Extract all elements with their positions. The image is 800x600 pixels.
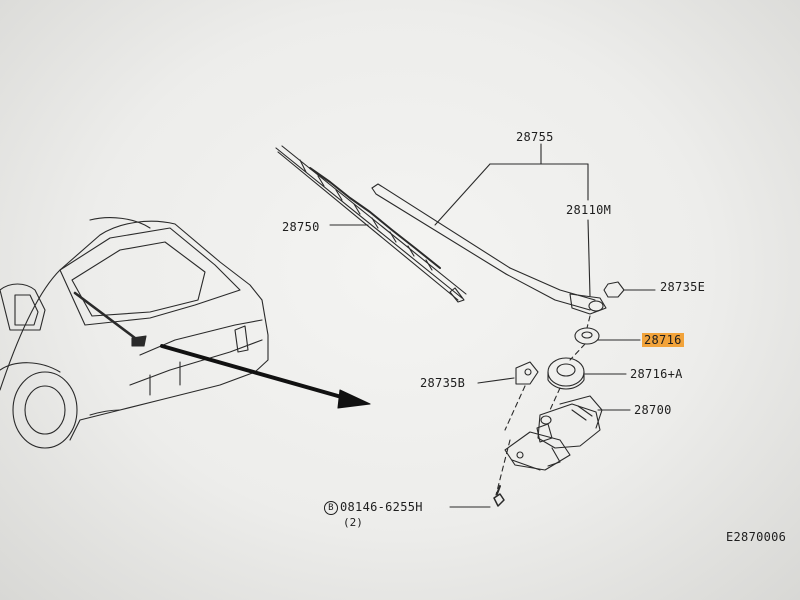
callout-seal-assembly: 28716+A bbox=[630, 367, 683, 381]
guide-lines bbox=[495, 315, 591, 496]
callout-nut-top: 28735E bbox=[660, 280, 706, 294]
bolt-part bbox=[449, 485, 505, 508]
assembly-bracket bbox=[434, 143, 591, 297]
wiper-motor bbox=[504, 395, 631, 471]
highlight-mark: 28716 bbox=[642, 333, 684, 347]
bolt-quantity: (2) bbox=[343, 516, 363, 529]
callout-arm: 28110M bbox=[566, 203, 612, 217]
nut-bracket-part bbox=[477, 361, 539, 385]
figure-code: E2870006 bbox=[726, 530, 787, 544]
bolt-b-symbol: B bbox=[324, 500, 338, 515]
callout-seal-highlighted: 28716 bbox=[642, 333, 684, 347]
seal-part bbox=[574, 327, 641, 345]
bolt-part-number: 08146-6255H bbox=[340, 500, 423, 514]
callout-blade: 28750 bbox=[282, 220, 320, 234]
callout-arm-assembly: 28755 bbox=[516, 130, 554, 144]
wiper-blade bbox=[275, 145, 467, 303]
direction-arrow bbox=[160, 344, 371, 409]
callout-nut-bracket: 28735B bbox=[420, 376, 466, 390]
nut-top-part bbox=[603, 281, 656, 298]
seal-assembly-part bbox=[547, 357, 627, 390]
wiper-arm bbox=[371, 183, 607, 315]
callout-motor: 28700 bbox=[634, 403, 672, 417]
car-rear-outline bbox=[0, 217, 269, 449]
